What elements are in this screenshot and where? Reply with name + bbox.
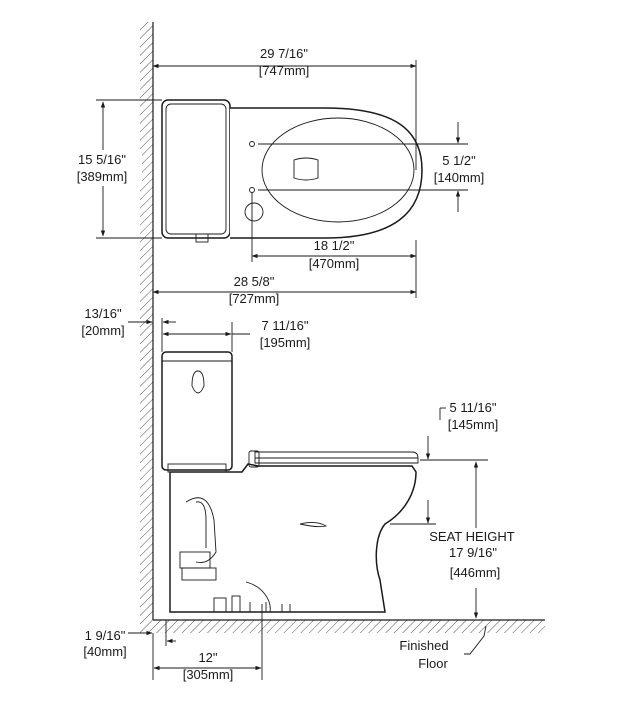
drain-outlet: [293, 157, 319, 181]
bowl-rim-detail: [299, 521, 328, 528]
seat-offset-imperial: 5 11/16": [449, 400, 496, 415]
overall-depth-metric: [747mm]: [259, 63, 310, 78]
seat-bolt-hole-lower: [249, 187, 255, 193]
wall: [140, 22, 154, 620]
dim-base-depth: 28 5/8" [727mm]: [152, 262, 417, 306]
base-depth-metric: [727mm]: [229, 291, 280, 306]
toilet-seat: [248, 450, 419, 468]
dim-tank-depth: 7 11/16" [195mm]: [162, 318, 311, 352]
dim-seat-offset: 5 11/16" [145mm]: [390, 400, 499, 525]
supply-hole: [244, 202, 264, 222]
supply-height-metric: [40mm]: [83, 644, 126, 659]
floor-label-line1: Finished: [399, 638, 448, 653]
bowl-opening: [261, 117, 415, 223]
dim-supply-height: 1 9/16" [40mm]: [83, 620, 176, 659]
rough-in-imperial: 12": [198, 650, 217, 665]
bowl-outline: [230, 107, 423, 239]
tank-width-imperial: 15 5/16": [78, 152, 126, 167]
dim-rough-in: 12" [305mm]: [152, 604, 263, 682]
tank-depth-imperial: 7 11/16": [261, 318, 308, 333]
seat-height-imperial: 17 9/16": [449, 545, 497, 560]
floor-label-line2: Floor: [418, 656, 448, 671]
finished-floor: [140, 619, 545, 633]
top-view: [161, 99, 423, 243]
supply-height-imperial: 1 9/16": [85, 628, 126, 643]
dim-seat-height: SEAT HEIGHT 17 9/16" [446mm]: [429, 461, 515, 619]
seat-offset-metric: [145mm]: [448, 417, 499, 432]
dim-bolt-spacing: 5 1/2" [140mm]: [258, 122, 484, 212]
overall-depth-imperial: 29 7/16": [260, 46, 308, 61]
base-depth-imperial: 28 5/8": [234, 274, 275, 289]
seat-bolt-hole-upper: [249, 141, 255, 147]
trapway: [179, 497, 296, 613]
dim-wall-gap: 13/16" [20mm]: [81, 306, 176, 352]
side-view: [161, 351, 419, 613]
dim-overall-depth: 29 7/16" [747mm]: [152, 46, 417, 170]
seat-height-metric: [446mm]: [450, 565, 501, 580]
tank-top: [161, 99, 231, 243]
wall-gap-imperial: 13/16": [84, 306, 122, 321]
rough-in-metric: [305mm]: [183, 667, 234, 682]
dim-bowl-length: 18 1/2" [470mm]: [251, 193, 417, 271]
tank-depth-metric: [195mm]: [260, 335, 311, 350]
bowl-length-metric: [470mm]: [309, 256, 360, 271]
bolt-spacing-imperial: 5 1/2": [442, 153, 476, 168]
dim-tank-width: 15 5/16" [389mm]: [62, 99, 162, 239]
wall-gap-metric: [20mm]: [81, 323, 124, 338]
tank-width-metric: [389mm]: [77, 169, 128, 184]
bowl-side: [169, 463, 417, 613]
bowl-length-imperial: 18 1/2": [314, 238, 355, 253]
bolt-spacing-metric: [140mm]: [434, 170, 485, 185]
seat-height-label: SEAT HEIGHT: [429, 529, 515, 544]
tank-side: [161, 351, 233, 473]
floor-callout: Finished Floor: [399, 625, 487, 671]
